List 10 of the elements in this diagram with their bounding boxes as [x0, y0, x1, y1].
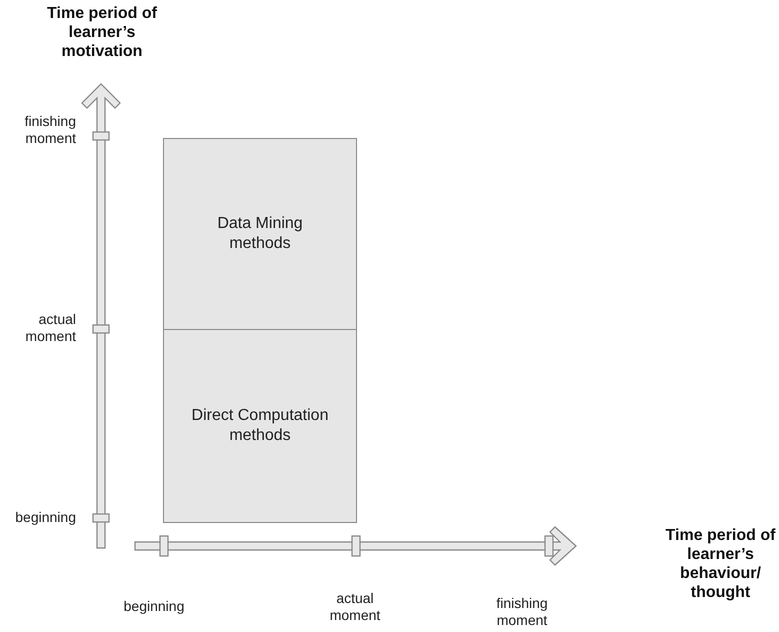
- method-label: Direct Computation methods: [190, 406, 330, 446]
- tick-label: beginning: [14, 509, 76, 526]
- tick-label: actual moment: [24, 311, 76, 345]
- tick-label: finishing moment: [495, 595, 549, 629]
- axis-title: Time period of learner’s motivation: [46, 4, 158, 61]
- method-label: Data Mining methods: [216, 214, 304, 254]
- tick-label: actual moment: [328, 590, 382, 624]
- tick-label: beginning: [122, 598, 186, 615]
- axis-title: Time period of learner’s behaviour/ thought: [664, 526, 776, 602]
- tick-label: finishing moment: [24, 113, 76, 147]
